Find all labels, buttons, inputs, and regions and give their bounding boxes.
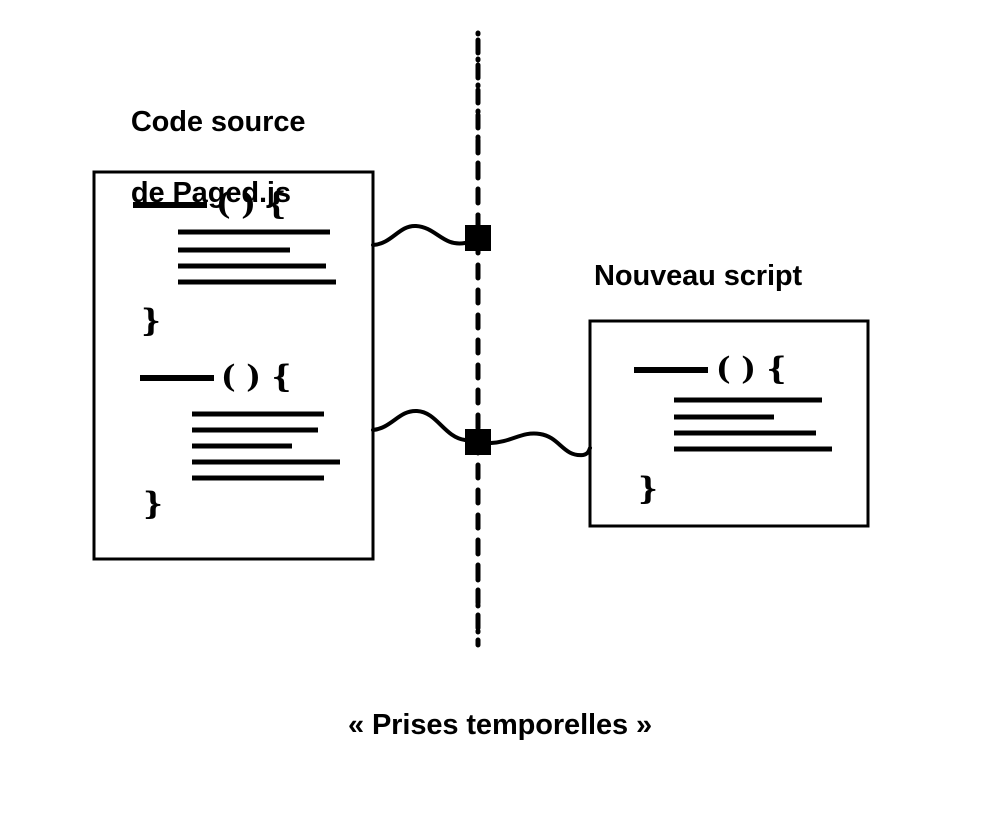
source-box-title-line2: de Paged.js	[130, 177, 291, 210]
new-script-box	[588, 319, 870, 528]
connector-lower-right	[489, 431, 592, 458]
diagram-caption: « Prises temporelles »	[347, 709, 653, 741]
hook-square-upper[interactable]	[465, 225, 491, 251]
source-code-box-group	[92, 170, 375, 561]
connector-lower-left	[371, 409, 467, 442]
script-box-title: Nouveau script	[594, 260, 803, 292]
source-code-box	[92, 170, 375, 561]
source-block1-closing-brace: }	[141, 303, 161, 339]
hook-square-lower[interactable]	[465, 429, 491, 455]
source-box-title-line1: Code source	[130, 106, 306, 139]
source-block1-signature-token: ( ) {	[216, 186, 287, 222]
script-closing-brace: }	[638, 471, 658, 507]
source-block2-signature-token: ( ) {	[221, 359, 292, 395]
source-box-title: Code source de Paged.js	[99, 70, 306, 247]
script-box-group	[588, 319, 870, 528]
script-signature-token: ( ) {	[716, 351, 787, 387]
connector-upper	[371, 224, 467, 247]
source-block2-closing-brace: }	[143, 486, 163, 522]
